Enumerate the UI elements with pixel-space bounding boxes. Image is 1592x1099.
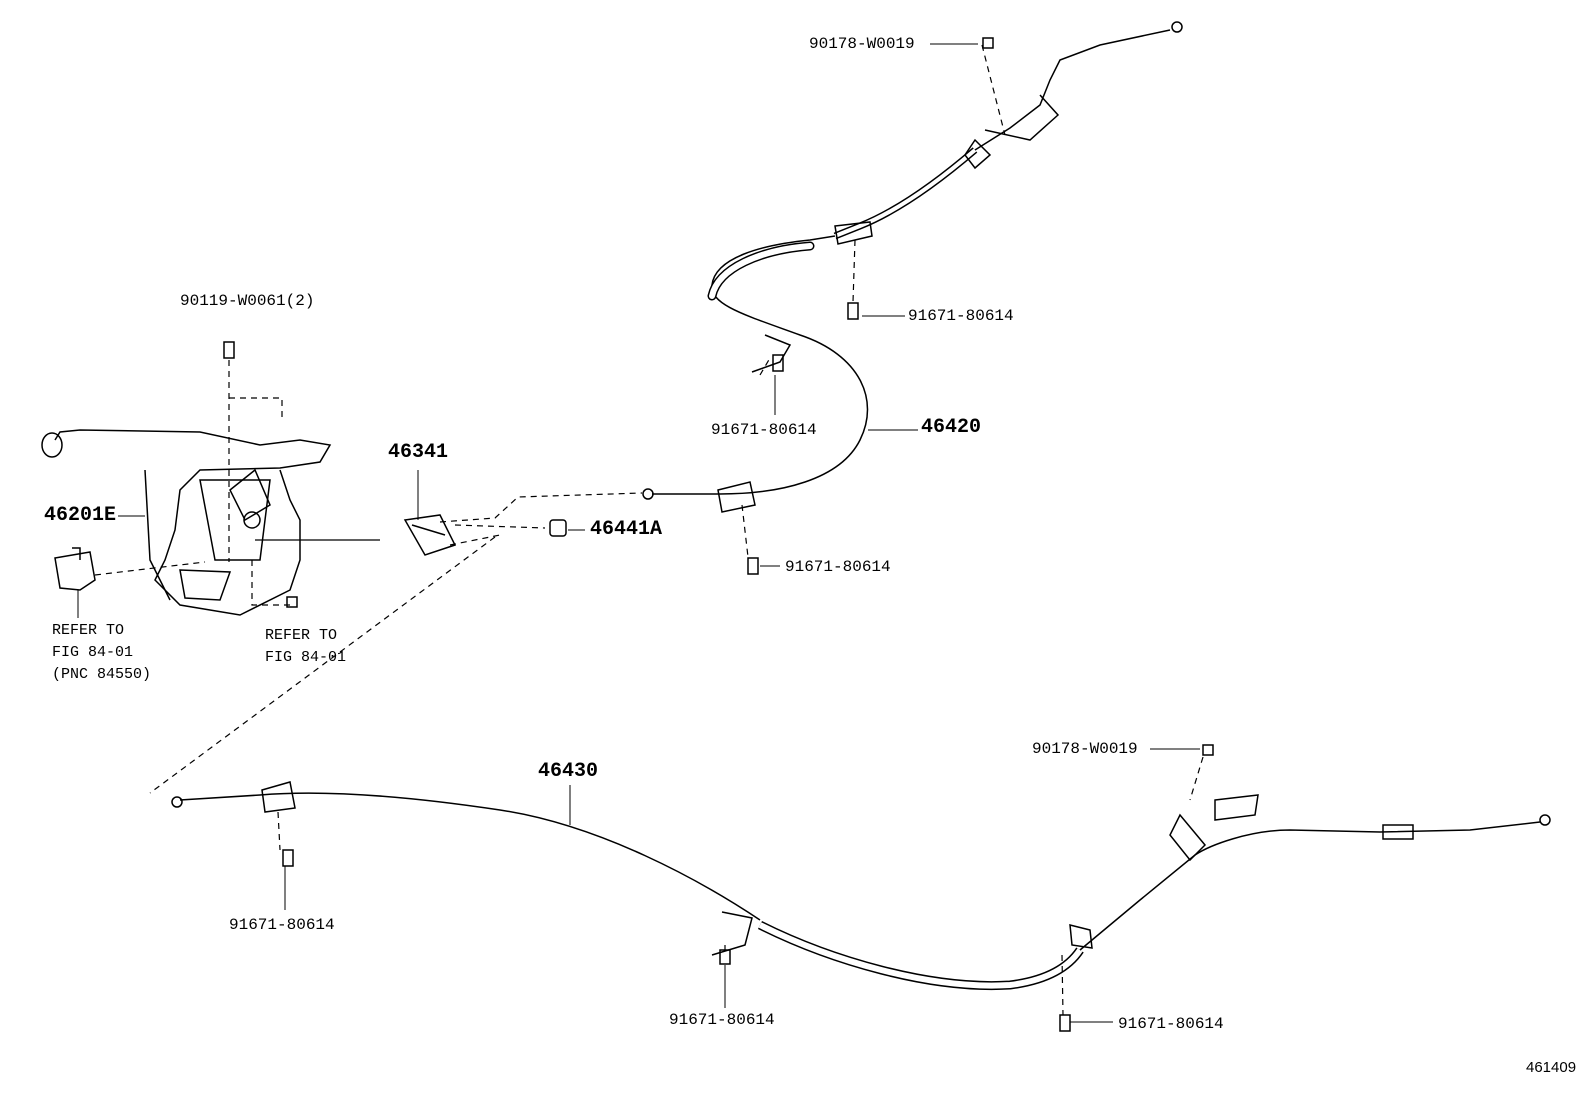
callout-bolt-upper-c: 91671-80614 <box>785 558 891 576</box>
callout-ref-mid-line2: FIG 84-01 <box>265 649 347 666</box>
callout-bolt-upper-a: 91671-80614 <box>908 307 1014 325</box>
callout-nut-upper-right: 90178-W0019 <box>809 35 915 53</box>
callout-cable-46430: 46430 <box>538 760 599 783</box>
callout-ref-left-line2: FIG 84-01 <box>52 644 134 661</box>
callout-lever-46201E: 46201E <box>44 504 117 527</box>
callout-bolt-lower-a: 91671-80614 <box>229 916 335 934</box>
figure-id: 461409 <box>1526 1059 1577 1076</box>
dashed-reference-lines <box>94 44 1204 1016</box>
callout-bolt-lower-b: 91671-80614 <box>669 1011 775 1029</box>
bracket-pnc-84550 <box>54 547 96 591</box>
part-46341 <box>403 514 457 556</box>
cable-46420 <box>642 21 1183 513</box>
callout-bolt-lower-c: 91671-80614 <box>1118 1015 1224 1033</box>
callout-part-46341: 46341 <box>388 441 449 464</box>
callout-bolt-upper-b: 91671-80614 <box>711 421 817 439</box>
callout-cable-46420: 46420 <box>921 416 982 439</box>
callout-part-46441A: 46441A <box>590 518 663 541</box>
callout-nut-lower-right: 90178-W0019 <box>1032 740 1138 758</box>
callout-ref-left-line3: (PNC 84550) <box>52 666 152 683</box>
callout-ref-left-line1: REFER TO <box>52 622 125 639</box>
part-46441A <box>549 519 567 537</box>
leader-lines <box>77 43 1200 1023</box>
callout-bolt-lever-2: 90119-W0061(2) <box>180 292 315 310</box>
parking-lever-46201E <box>41 429 380 616</box>
callout-ref-mid-line1: REFER TO <box>265 627 338 644</box>
bolt-fasteners <box>223 37 1214 1032</box>
cable-46430 <box>171 781 1551 991</box>
